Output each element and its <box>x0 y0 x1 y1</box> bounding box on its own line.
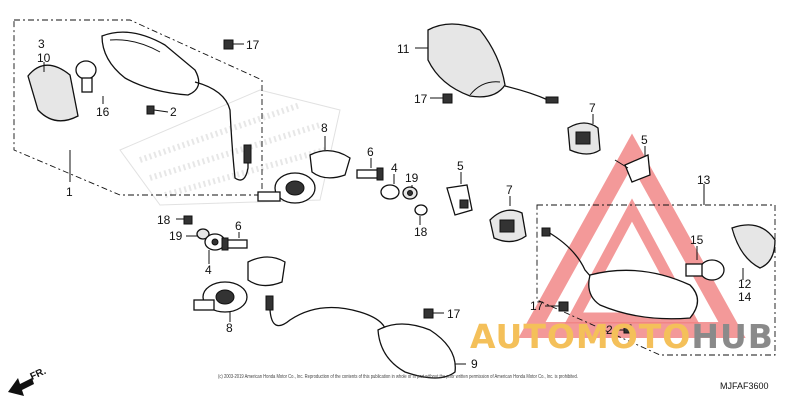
callout-6-upper: 6 <box>367 145 374 159</box>
screw-2-lower <box>623 324 632 334</box>
stay-8-lower <box>193 256 286 313</box>
wire-right-upper <box>504 85 549 101</box>
diagram-code: MJFAF3600 <box>720 381 769 391</box>
callout-3: 3 <box>38 37 45 51</box>
rear-lens-right <box>731 224 776 269</box>
assembly-box-13 <box>536 204 776 356</box>
callout-17-lower: 17 <box>447 307 461 321</box>
callout-15: 15 <box>690 233 704 247</box>
callout-14: 14 <box>738 290 752 304</box>
callout-19-upper: 19 <box>405 171 419 185</box>
connector-right-lower <box>541 227 551 237</box>
callout-17-right: 17 <box>414 92 428 106</box>
front-direction-indicator: FR. <box>8 366 48 396</box>
wire-left-upper <box>194 81 249 181</box>
hardware-18-19-4-lower <box>183 215 226 251</box>
hardware-4-19-18-upper <box>380 184 428 216</box>
bulb-16 <box>75 60 97 93</box>
callout-4-upper: 4 <box>391 161 398 175</box>
socket-7-middle <box>489 209 527 243</box>
rear-signal-housing-right <box>427 23 506 98</box>
watermark-brand-a: AUTOMOTO <box>470 317 691 356</box>
holder-5-middle <box>446 184 473 216</box>
bolt-17-lower-right <box>558 301 569 312</box>
watermark-brand: AUTOMOTOHUB <box>470 317 774 356</box>
bulb-15 <box>685 259 725 281</box>
callout-7-middle: 7 <box>506 183 513 197</box>
callout-2-lower: 2 <box>606 323 613 337</box>
front-signal-housing-lower <box>377 323 456 379</box>
callout-17-lower-right: 17 <box>530 299 544 313</box>
callout-11: 11 <box>397 42 410 56</box>
bolt-17-lower <box>423 308 444 319</box>
callout-2-upper: 2 <box>170 105 177 119</box>
rear-signal-housing-right-lower <box>588 269 699 320</box>
front-signal-housing-left <box>101 31 200 96</box>
assembly-box-1 <box>13 19 263 196</box>
bolt-17-upper <box>223 39 244 50</box>
callout-5-middle: 5 <box>457 159 464 173</box>
screw-2-upper <box>146 105 169 115</box>
callout-7-upper: 7 <box>589 101 596 115</box>
connector-lower <box>265 295 274 311</box>
callout-17-upper: 17 <box>246 38 260 52</box>
bolt-6-lower <box>221 237 248 251</box>
watermark-brand-b: HUB <box>691 317 774 356</box>
connector-left-upper <box>243 144 252 164</box>
callout-4-lower: 4 <box>205 263 212 277</box>
callout-8-lower: 8 <box>226 321 233 335</box>
callout-1: 1 <box>66 185 73 199</box>
callout-16: 16 <box>96 105 110 119</box>
leader-lines <box>43 47 744 365</box>
watermark-triangle <box>518 133 746 338</box>
connector-right-upper <box>545 96 559 104</box>
copyright-notice: (c) 2003-2019 American Honda Motor Co., … <box>218 374 578 380</box>
wire-lower <box>269 306 386 329</box>
socket-7-upper <box>567 122 601 155</box>
callout-labels: 3 10 16 2 1 17 11 17 8 6 4 19 18 5 7 7 5… <box>37 37 752 371</box>
callout-12: 12 <box>738 277 752 291</box>
callout-18-upper: 18 <box>414 225 428 239</box>
callout-13: 13 <box>697 173 711 187</box>
front-direction-label: FR. <box>29 366 48 383</box>
holder-5-upper <box>614 154 651 183</box>
callout-10: 10 <box>37 51 51 65</box>
bolt-6-upper <box>356 167 384 181</box>
callout-6-lower: 6 <box>235 219 242 233</box>
callout-5-upper: 5 <box>641 133 648 147</box>
callout-19-lower: 19 <box>169 229 183 243</box>
bolt-17-right <box>430 93 453 104</box>
callout-9: 9 <box>471 357 478 371</box>
callout-8-upper: 8 <box>321 121 328 135</box>
rear-lens-left <box>27 64 79 122</box>
stay-8-upper <box>257 136 351 204</box>
callout-18-lower: 18 <box>157 213 171 227</box>
